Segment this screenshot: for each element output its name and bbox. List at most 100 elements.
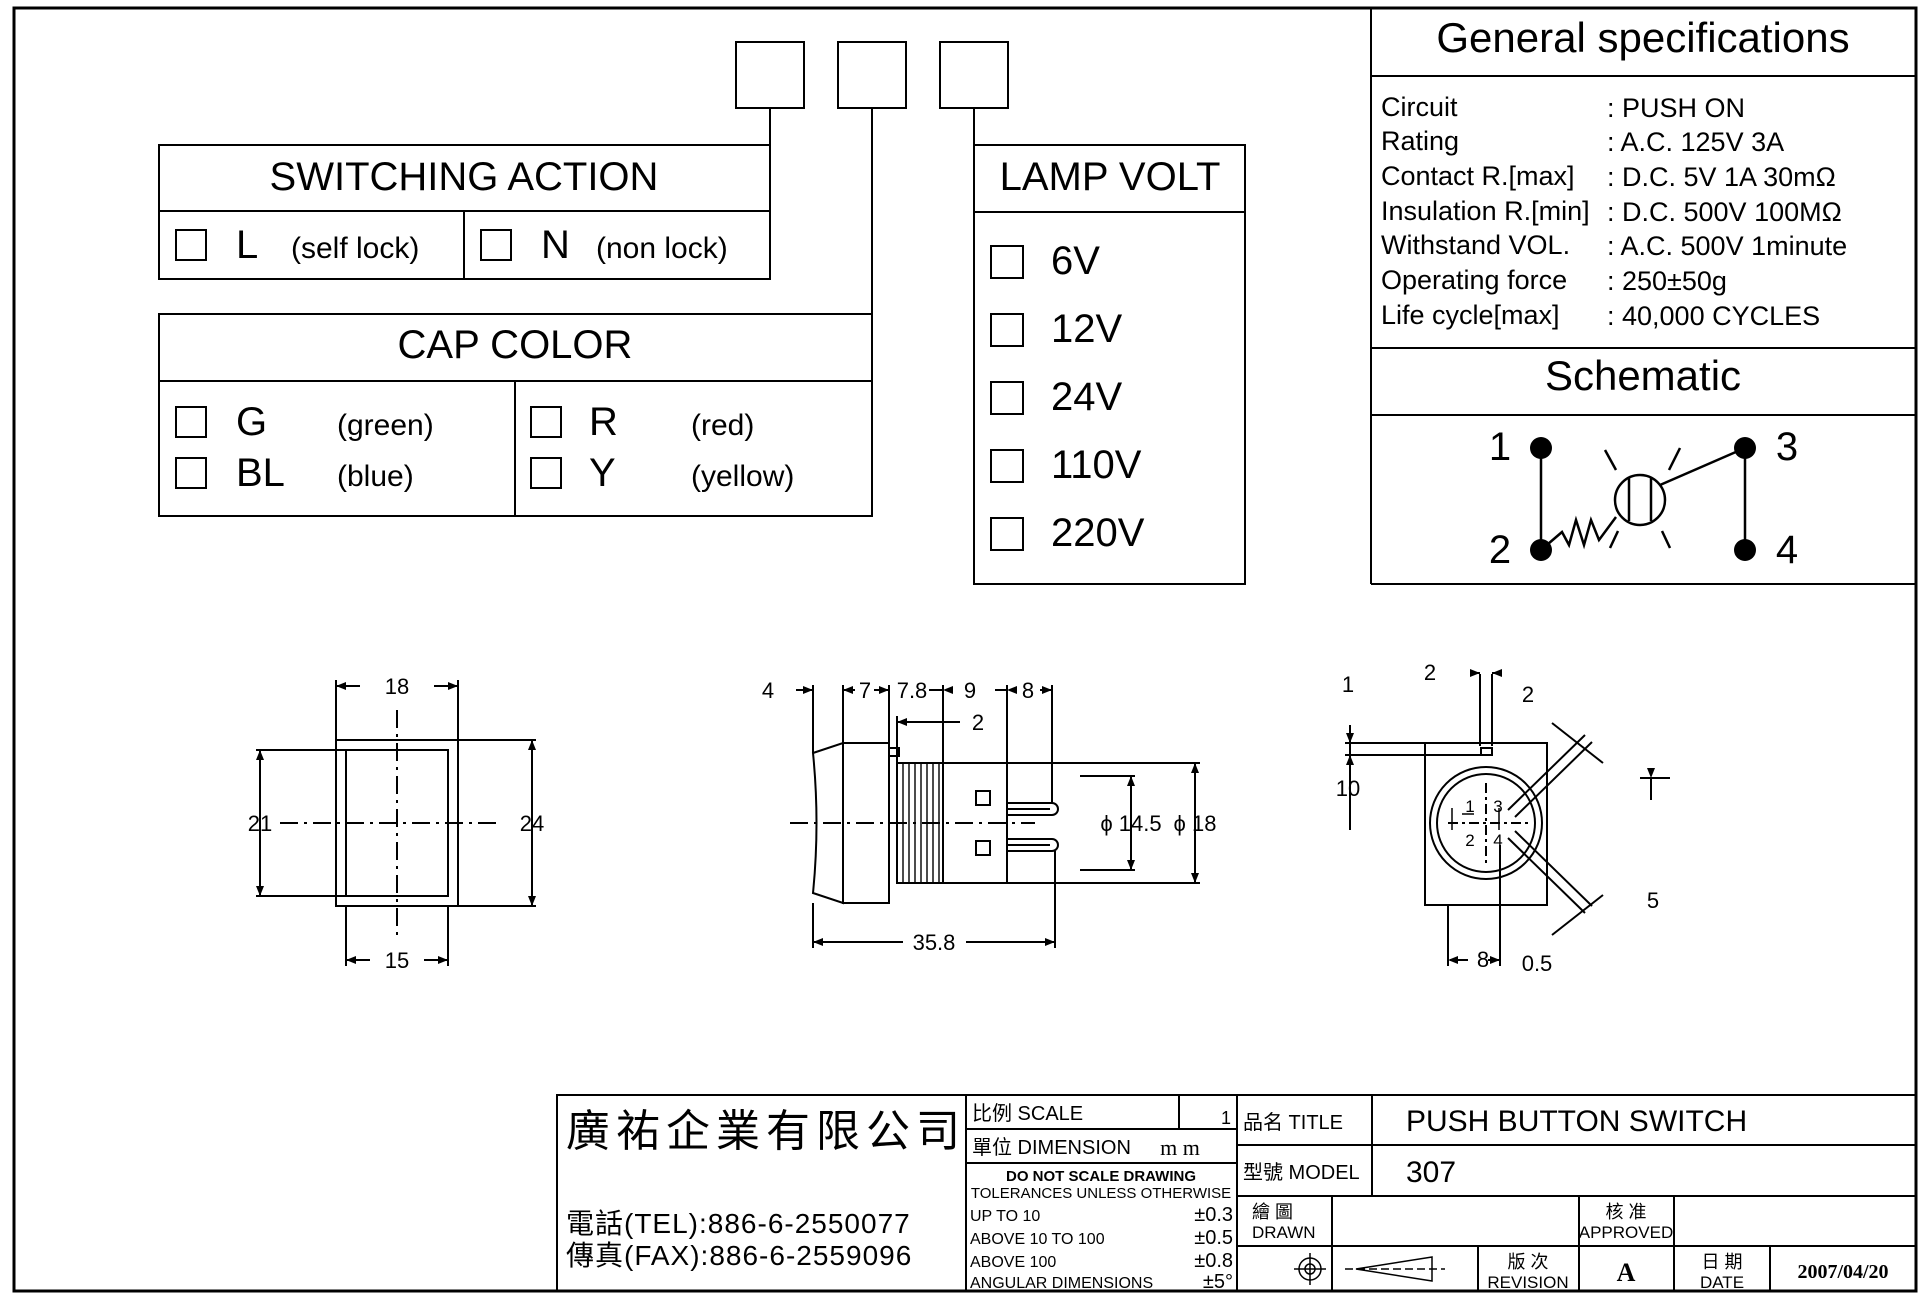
spec-label: Contact R.[max]: [1381, 161, 1575, 191]
lamp-volt-table: LAMP VOLT 6V 12V 24V 110V 220V: [973, 144, 1246, 585]
title-label: 品名 TITLE: [1243, 1111, 1343, 1134]
model-label: 型號 MODEL: [1243, 1161, 1360, 1184]
dim-side-8: 8: [1022, 678, 1034, 703]
rear-pin-2: 2: [1465, 831, 1474, 850]
drawn-label-en: DRAWN: [1252, 1223, 1316, 1242]
dim-side-7-8: 7.8: [897, 678, 928, 703]
spec-rows: Circuit : PUSH ON Rating : A.C. 125V 3A …: [1381, 92, 1847, 331]
option-desc-L: (self lock): [291, 232, 419, 265]
title-block: 廣祐企業有限公司 電話(TEL):886-6-2550077 傳真(FAX):8…: [556, 1094, 1917, 1293]
volt-option-220V: 220V: [1051, 511, 1145, 555]
checkbox-R[interactable]: [530, 406, 562, 438]
terminal-dot-1: [1530, 437, 1552, 459]
date-label-zh: 日 期: [1701, 1252, 1742, 1272]
resistor-zigzag: [1540, 515, 1618, 551]
schematic-title: Schematic: [1545, 352, 1741, 399]
terminal-label-1: 1: [1489, 425, 1511, 469]
code-box-switching: [735, 41, 805, 109]
rear-pin-3: 3: [1493, 797, 1502, 816]
spec-label: Circuit: [1381, 92, 1458, 122]
revision-value: A: [1617, 1258, 1636, 1287]
rear-pin-1: 1: [1465, 797, 1474, 816]
tolerance-range: ANGULAR DIMENSIONS: [970, 1275, 1153, 1292]
checkbox-N[interactable]: [480, 229, 512, 261]
dim-front-bottom: 15: [385, 948, 409, 973]
checkbox-110V[interactable]: [990, 449, 1024, 483]
option-desc-BL: (blue): [337, 460, 414, 493]
projection-symbol: [1294, 1253, 1445, 1285]
scale-label: 比例 SCALE: [972, 1102, 1083, 1125]
checkbox-BL[interactable]: [175, 457, 207, 489]
code-box-volt: [939, 41, 1009, 109]
switching-action-table: SWITCHING ACTION L (self lock) N (non lo…: [158, 144, 771, 280]
checkbox-220V[interactable]: [990, 517, 1024, 551]
tolerance-range: ABOVE 100: [970, 1254, 1056, 1271]
volt-option-110V: 110V: [1051, 443, 1142, 487]
checkbox-Y[interactable]: [530, 457, 562, 489]
cap-color-title: CAP COLOR: [398, 323, 633, 367]
specifications-title: General specifications: [1436, 14, 1849, 61]
spec-label: Rating: [1381, 126, 1459, 156]
checkbox-L[interactable]: [175, 229, 207, 261]
approved-label-zh: 核 准: [1605, 1202, 1646, 1222]
spec-value: : A.C. 500V 1minute: [1607, 231, 1847, 261]
option-code-R: R: [589, 400, 618, 444]
spec-value: : A.C. 125V 3A: [1607, 127, 1784, 157]
option-code-BL: BL: [236, 451, 285, 495]
dim-rear-8: 8: [1477, 947, 1489, 972]
unit-value: m m: [1160, 1135, 1200, 1160]
dim-side-4: 4: [762, 678, 774, 703]
spec-label: Withstand VOL.: [1381, 230, 1570, 260]
option-desc-N: (non lock): [596, 232, 728, 265]
note-tolerances: TOLERANCES UNLESS OTHERWISE: [971, 1185, 1231, 1202]
option-desc-R: (red): [691, 409, 754, 442]
dim-rear-2b: 2: [1522, 682, 1534, 707]
dim-side-7: 7: [859, 678, 871, 703]
dim-rear-0-5: 0.5: [1522, 951, 1553, 976]
company-name: 廣祐企業有限公司: [566, 1107, 966, 1156]
checkbox-12V[interactable]: [990, 313, 1024, 347]
dim-side-phi18: ϕ 18: [1174, 811, 1217, 836]
company-tel: 電話(TEL):886-6-2550077: [566, 1208, 911, 1239]
volt-option-24V: 24V: [1051, 375, 1122, 419]
spec-value: : PUSH ON: [1607, 93, 1745, 123]
lamp-volt-title: LAMP VOLT: [1000, 155, 1221, 199]
unit-label: 單位 DIMENSION: [972, 1136, 1131, 1159]
revision-label-zh: 版 次: [1507, 1252, 1548, 1272]
tolerance-value: ±5°: [1203, 1271, 1233, 1293]
terminal-dot-4: [1734, 539, 1756, 561]
date-label-en: DATE: [1700, 1273, 1744, 1292]
company-fax: 傳真(FAX):886-6-2559096: [566, 1240, 912, 1271]
option-code-G: G: [236, 400, 267, 444]
tolerance-value: ±0.5: [1194, 1227, 1233, 1249]
spec-label: Operating force: [1381, 265, 1567, 295]
terminal-label-3: 3: [1776, 425, 1798, 469]
spec-value: : 250±50g: [1607, 266, 1727, 296]
lamp-symbol: [1613, 473, 1667, 527]
general-specifications: General specifications Circuit : PUSH ON…: [1370, 8, 1916, 585]
terminal-label-2: 2: [1489, 528, 1511, 572]
tolerance-value: ±0.8: [1194, 1250, 1233, 1272]
spec-label: Insulation R.[min]: [1381, 196, 1590, 226]
switching-action-title: SWITCHING ACTION: [270, 155, 659, 199]
dim-rear-2a: 2: [1424, 660, 1436, 685]
code-box-color: [837, 41, 907, 109]
checkbox-24V[interactable]: [990, 381, 1024, 415]
title-value: PUSH BUTTON SWITCH: [1406, 1105, 1747, 1138]
dim-rear-10: 10: [1336, 776, 1360, 801]
model-value: 307: [1406, 1156, 1456, 1189]
tolerance-range: ABOVE 10 TO 100: [970, 1231, 1105, 1248]
spec-value: : D.C. 5V 1A 30mΩ: [1607, 162, 1836, 192]
rear-pin-4: 4: [1493, 831, 1502, 850]
checkbox-G[interactable]: [175, 406, 207, 438]
dim-front-left: 21: [248, 811, 272, 836]
rear-view: 1 2 2 10 5 8 0.5 1 3 2 4: [1336, 660, 1670, 976]
side-view: 4 7 7.8 9 8 2 ϕ 14.5 ϕ 18 35.8: [762, 678, 1217, 955]
option-code-Y: Y: [589, 451, 616, 495]
terminal-dot-3: [1734, 437, 1756, 459]
checkbox-6V[interactable]: [990, 245, 1024, 279]
date-value: 2007/04/20: [1797, 1261, 1888, 1283]
option-code-L: L: [236, 223, 258, 267]
dim-side-9: 9: [964, 678, 976, 703]
